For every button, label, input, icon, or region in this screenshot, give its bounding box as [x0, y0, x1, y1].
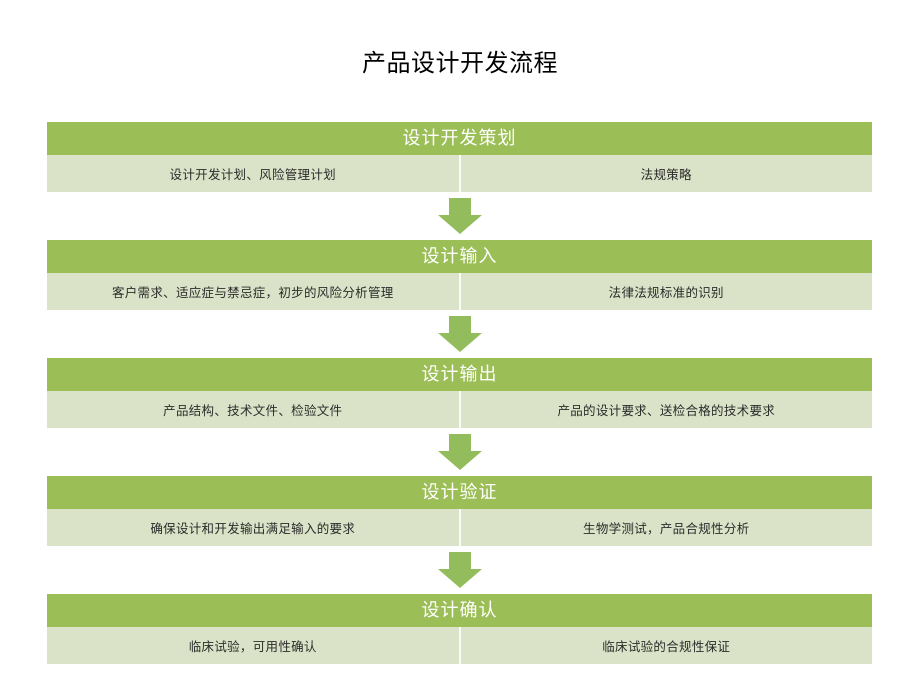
arrow-down-icon [437, 198, 482, 234]
stage-detail-left-3: 产品结构、技术文件、检验文件 [163, 404, 343, 418]
stage-block-1[interactable]: 设计开发策划 设计开发计划、风险管理计划 法规策略 [47, 122, 872, 192]
arrow-connector-1 [47, 192, 872, 240]
stage-detail-left-5: 临床试验，可用性确认 [188, 640, 317, 654]
page-title: 产品设计开发流程 [362, 50, 558, 77]
stage-block-5[interactable]: 设计确认 临床试验，可用性确认 临床试验的合规性保证 [47, 594, 872, 664]
arrow-down-icon [437, 552, 482, 588]
stage-body-4: 确保设计和开发输出满足输入的要求 生物学测试，产品合规性分析 [47, 509, 872, 546]
stage-body-1: 设计开发计划、风险管理计划 法规策略 [47, 155, 872, 192]
cell-divider [458, 391, 461, 428]
stage-detail-right-3: 产品的设计要求、送检合格的技术要求 [557, 404, 776, 418]
cell-divider [458, 509, 461, 546]
stage-header-5: 设计确认 [47, 594, 872, 627]
arrow-connector-2 [47, 310, 872, 358]
arrow-down-icon [437, 316, 482, 352]
stage-detail-right-4: 生物学测试，产品合规性分析 [583, 522, 750, 536]
cell-divider [458, 273, 461, 310]
stage-block-2[interactable]: 设计输入 客户需求、适应症与禁忌症，初步的风险分析管理 法律法规标准的识别 [47, 240, 872, 310]
arrow-connector-3 [47, 428, 872, 476]
stage-header-2: 设计输入 [47, 240, 872, 273]
cell-divider [458, 627, 461, 664]
process-flow-diagram: 设计开发策划 设计开发计划、风险管理计划 法规策略 设计输入 客户需求、适应症与… [47, 122, 872, 664]
stage-body-3: 产品结构、技术文件、检验文件 产品的设计要求、送检合格的技术要求 [47, 391, 872, 428]
stage-header-1: 设计开发策划 [47, 122, 872, 155]
stage-header-4: 设计验证 [47, 476, 872, 509]
stage-block-3[interactable]: 设计输出 产品结构、技术文件、检验文件 产品的设计要求、送检合格的技术要求 [47, 358, 872, 428]
stage-body-5: 临床试验，可用性确认 临床试验的合规性保证 [47, 627, 872, 664]
stage-header-3: 设计输出 [47, 358, 872, 391]
arrow-connector-4 [47, 546, 872, 594]
stage-detail-left-4: 确保设计和开发输出满足输入的要求 [150, 522, 356, 536]
stage-detail-right-1: 法规策略 [640, 168, 692, 182]
stage-body-2: 客户需求、适应症与禁忌症，初步的风险分析管理 法律法规标准的识别 [47, 273, 872, 310]
arrow-down-icon [437, 434, 482, 470]
stage-detail-right-5: 临床试验的合规性保证 [602, 640, 731, 654]
stage-detail-left-2: 客户需求、适应症与禁忌症，初步的风险分析管理 [111, 286, 394, 300]
stage-detail-right-2: 法律法规标准的识别 [608, 286, 724, 300]
cell-divider [458, 155, 461, 192]
stage-block-4[interactable]: 设计验证 确保设计和开发输出满足输入的要求 生物学测试，产品合规性分析 [47, 476, 872, 546]
stage-detail-left-1: 设计开发计划、风险管理计划 [169, 168, 336, 182]
